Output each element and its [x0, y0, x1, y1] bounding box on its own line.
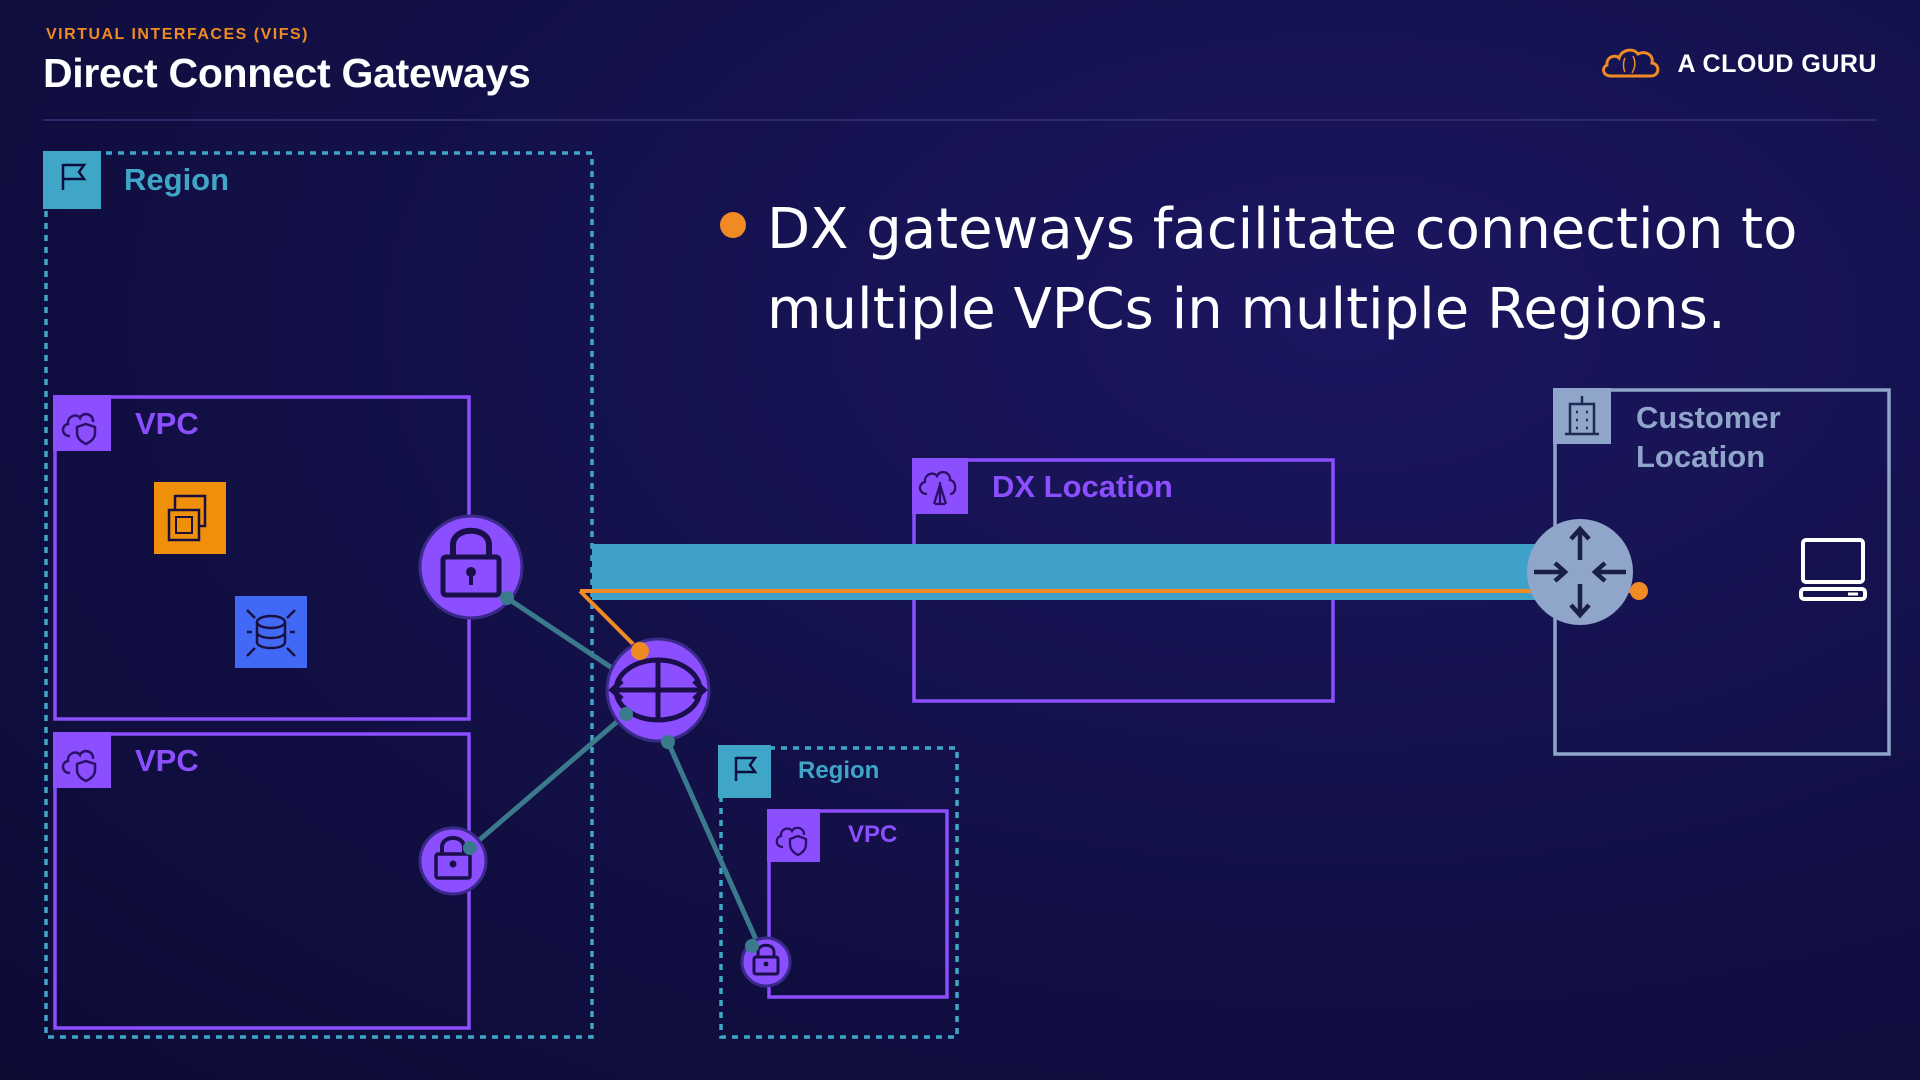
- brand: A CLOUD GURU: [1599, 42, 1877, 87]
- laptop-icon: [1799, 538, 1867, 601]
- rds-database-icon: [235, 596, 307, 668]
- bullet-point: DX gateways facilitate connection to mul…: [720, 190, 1800, 350]
- vpn-gateway-lock-icon: [418, 514, 524, 620]
- section-label: VIRTUAL INTERFACES (VIFS): [46, 26, 309, 43]
- brand-name: A CLOUD GURU: [1677, 50, 1877, 78]
- connection-dot: [631, 642, 649, 660]
- vpc-top-label: VPC: [135, 406, 199, 441]
- customer-location-label-line2: Location: [1636, 439, 1765, 474]
- tower-icon: [912, 458, 968, 514]
- vpc-small-label: VPC: [848, 821, 897, 848]
- region-main-label: Region: [124, 162, 229, 197]
- vpc-top-box: [53, 395, 471, 721]
- connection-dot: [463, 841, 477, 855]
- gateway-links: [468, 595, 769, 964]
- ec2-instance-icon: [154, 482, 226, 554]
- region-small-box: [719, 746, 959, 1039]
- vpn-gateway-lock-icon: [418, 826, 488, 896]
- customer-location-label-line1: Customer: [1636, 400, 1781, 435]
- vpc-bottom-box: [53, 732, 471, 1030]
- bullet-text: DX gateways facilitate connection to mul…: [767, 197, 1798, 342]
- cloud-logo-icon: [1599, 42, 1663, 87]
- bullet-dot: [720, 212, 746, 238]
- region-small-label: Region: [798, 757, 879, 784]
- cloud-shield-icon: [767, 809, 820, 862]
- building-icon: [1553, 388, 1611, 444]
- cloud-shield-icon: [53, 395, 111, 451]
- header-divider: [43, 119, 1877, 121]
- connection-dot: [500, 591, 514, 605]
- direct-connect-gateway-icon: [605, 637, 711, 743]
- router-icon: [1527, 519, 1633, 625]
- cloud-shield-icon: [53, 732, 111, 788]
- connection-dot: [661, 735, 675, 749]
- page-title: Direct Connect Gateways: [43, 50, 531, 96]
- dx-location-label: DX Location: [992, 469, 1173, 504]
- virtual-interface-line-diagonal: [578, 589, 642, 653]
- vpc-small-box: [767, 809, 949, 999]
- connection-dot: [745, 939, 759, 953]
- flag-icon: [718, 745, 771, 798]
- flag-icon: [43, 151, 101, 209]
- connection-dot: [1630, 582, 1648, 600]
- connection-dot: [619, 707, 633, 721]
- vpc-bottom-label: VPC: [135, 743, 199, 778]
